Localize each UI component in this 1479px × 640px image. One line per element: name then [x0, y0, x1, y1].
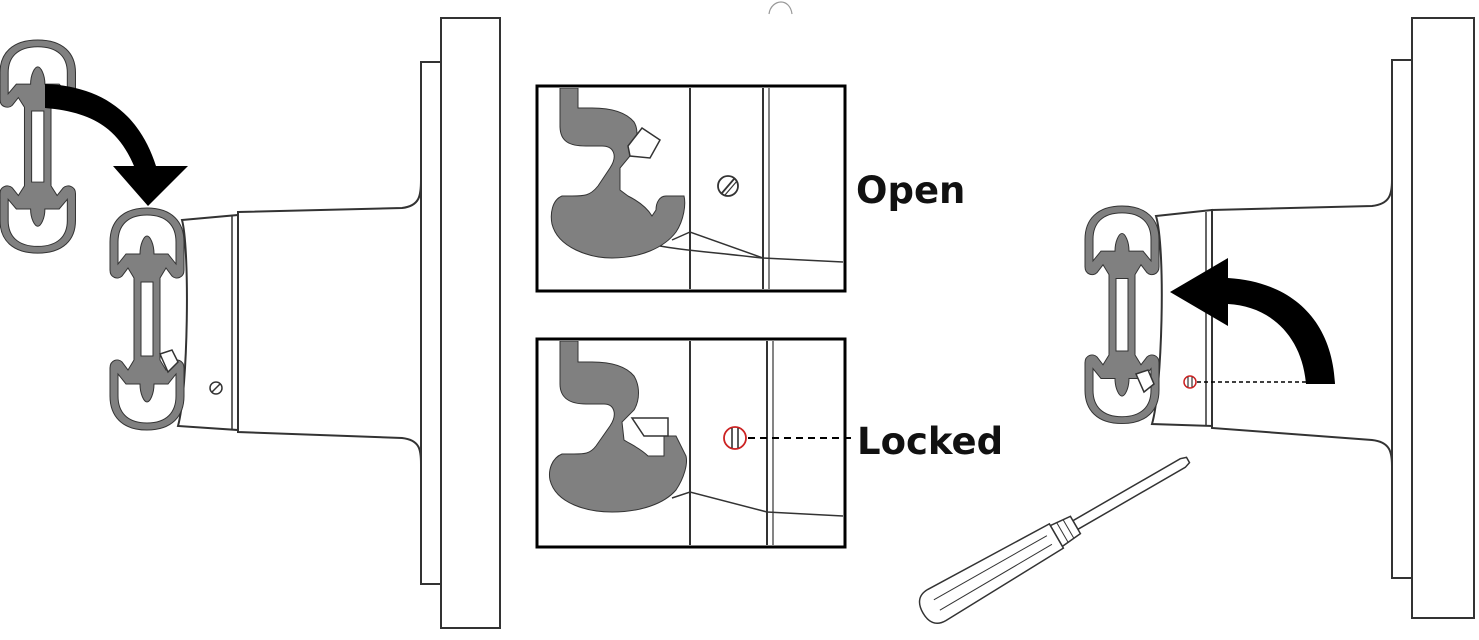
screwdriver-icon	[918, 456, 1191, 624]
clamp-head-right	[1150, 208, 1213, 428]
screw-icon	[723, 426, 747, 450]
clamp-head-left	[176, 213, 239, 432]
curved-arrow-icon	[45, 84, 188, 206]
wall-plate-right	[1411, 17, 1475, 619]
label-open: Open	[856, 169, 965, 212]
wall-plate-left	[440, 17, 501, 629]
curved-arrow-icon	[1170, 258, 1335, 384]
profile-loose	[0, 39, 76, 254]
detail-open	[535, 84, 847, 293]
left-assembly	[0, 17, 501, 629]
label-locked: Locked	[857, 420, 1003, 463]
profile-attached-right	[1084, 205, 1160, 425]
arm-body-left	[237, 179, 422, 465]
screw-icon	[717, 175, 739, 197]
screw-icon	[209, 381, 223, 395]
right-assembly	[1084, 17, 1475, 619]
screw-icon	[1183, 375, 1197, 389]
detail-locked	[535, 337, 852, 549]
profile-attached-left	[109, 207, 185, 431]
